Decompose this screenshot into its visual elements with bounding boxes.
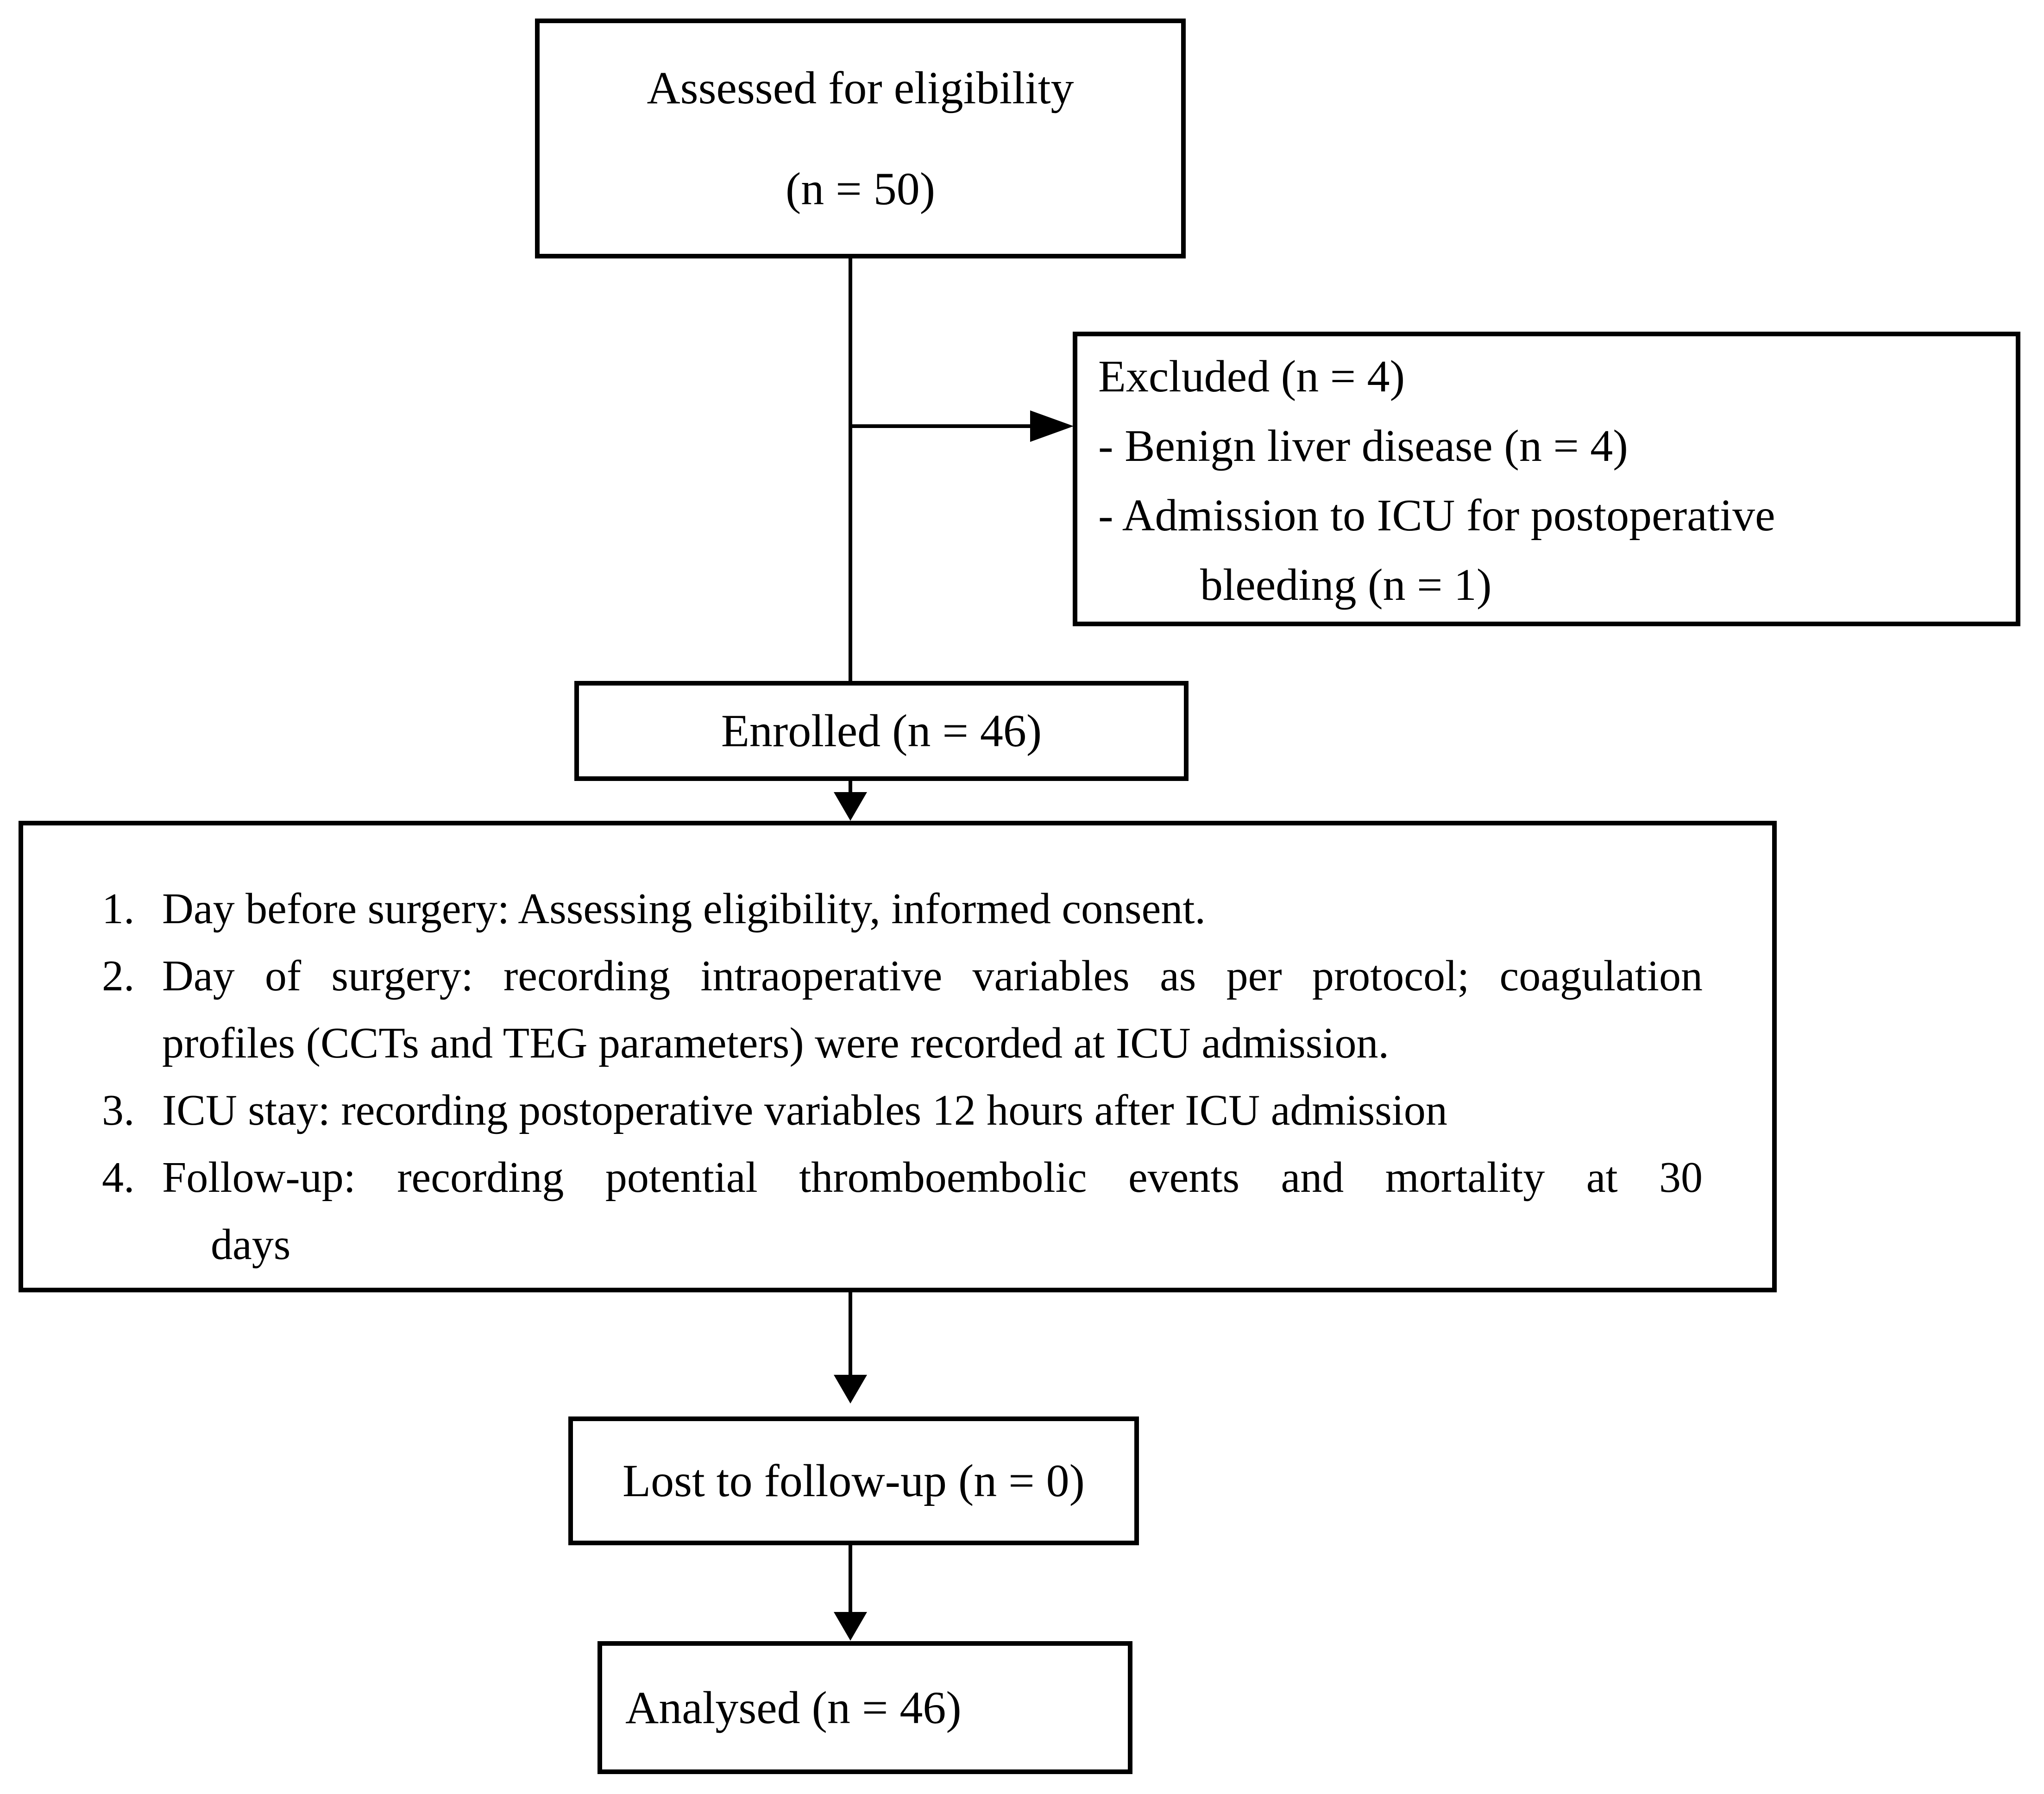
protocol-step-2-text-line1: Day of surgery: recording intraoperative… xyxy=(162,952,1703,1000)
analysed-box: Analysed (n = 46) xyxy=(597,1641,1132,1774)
assessed-eligibility-label: Assessed for eligibility xyxy=(647,62,1074,113)
protocol-step-3-number: 3. xyxy=(102,1086,135,1134)
lost-to-analysed-arrowhead-icon xyxy=(834,1612,867,1641)
assessed-eligibility-count: (n = 50) xyxy=(786,163,935,214)
lost-to-follow-up-box: Lost to follow-up (n = 0) xyxy=(568,1416,1139,1545)
protocol-to-lost-connector xyxy=(849,1292,852,1376)
excluded-arrowhead-icon xyxy=(1030,410,1074,442)
excluded-box: Excluded (n = 4) - Benign liver disease … xyxy=(1073,332,2020,626)
enrolled-box: Enrolled (n = 46) xyxy=(574,681,1189,781)
enrolled-label: Enrolled (n = 46) xyxy=(721,705,1042,756)
assessed-eligibility-box: Assessed for eligibility (n = 50) xyxy=(535,19,1186,258)
excluded-branch-connector xyxy=(850,424,1031,428)
excluded-reason-icu-admission: - Admission to ICU for postoperative xyxy=(1098,491,1775,541)
enrolled-to-protocol-connector xyxy=(849,781,852,795)
protocol-step-1-text: Day before surgery: Assessing eligibilit… xyxy=(162,885,1206,933)
protocol-step-1-number: 1. xyxy=(102,885,135,933)
assessed-to-enrolled-connector xyxy=(849,258,852,681)
protocol-step-1: 1. Day before surgery: Assessing eligibi… xyxy=(102,875,1703,943)
protocol-step-4-number: 4. xyxy=(102,1153,135,1202)
protocol-step-3: 3. ICU stay: recording postoperative var… xyxy=(102,1077,1703,1144)
protocol-step-2-text-line2: profiles (CCTs and TEG parameters) were … xyxy=(162,1019,1389,1067)
protocol-steps-box: 1. Day before surgery: Assessing eligibi… xyxy=(19,821,1777,1292)
lost-to-follow-up-label: Lost to follow-up (n = 0) xyxy=(623,1455,1085,1506)
protocol-to-lost-arrowhead-icon xyxy=(834,1375,867,1404)
protocol-step-3-text: ICU stay: recording postoperative variab… xyxy=(162,1086,1447,1134)
analysed-label: Analysed (n = 46) xyxy=(625,1681,962,1733)
protocol-step-2-number: 2. xyxy=(102,952,135,1000)
excluded-title: Excluded (n = 4) xyxy=(1098,352,1405,402)
protocol-step-4-text-line1: Follow-up: recording potential thromboem… xyxy=(162,1153,1703,1202)
protocol-step-4: 4. Follow-up: recording potential thromb… xyxy=(102,1144,1703,1278)
excluded-reason-benign: - Benign liver disease (n = 4) xyxy=(1098,421,1628,471)
lost-to-analysed-connector xyxy=(849,1545,852,1613)
excluded-reason-icu-admission-cont: bleeding (n = 1) xyxy=(1200,560,1492,610)
enrolled-to-protocol-arrowhead-icon xyxy=(834,792,867,821)
protocol-step-4-text-line2: days xyxy=(211,1221,291,1269)
protocol-step-2: 2. Day of surgery: recording intraoperat… xyxy=(102,943,1703,1077)
